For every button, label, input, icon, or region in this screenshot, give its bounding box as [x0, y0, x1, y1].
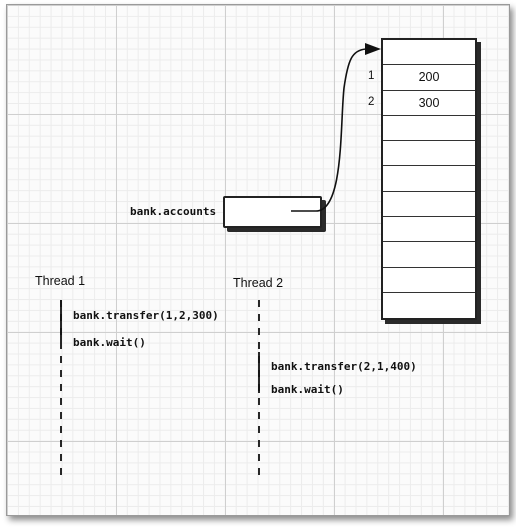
array-cell	[383, 116, 475, 142]
thread-2-call: bank.wait()	[271, 383, 344, 396]
arrowhead-icon	[365, 43, 381, 55]
array-cell	[383, 217, 475, 243]
array-cell	[383, 166, 475, 192]
array-cell	[383, 40, 475, 66]
array-cell	[383, 192, 475, 218]
array-cell: 300	[383, 91, 475, 116]
array-cell: 200	[383, 65, 475, 91]
array-index-2: 2	[368, 96, 375, 108]
reference-box	[223, 196, 322, 228]
array-cell	[383, 141, 475, 167]
accounts-array: 200 300	[381, 38, 477, 321]
thread-2-call: bank.transfer(2,1,400)	[271, 360, 417, 373]
thread-1-call: bank.wait()	[73, 336, 146, 349]
reference-label: bank.accounts	[130, 205, 217, 218]
reference-arrow	[291, 48, 367, 212]
array-cell	[383, 268, 475, 293]
thread-1-call: bank.transfer(1,2,300)	[73, 309, 219, 322]
array-cell	[383, 242, 475, 268]
thread-2-title: Thread 2	[233, 276, 284, 290]
thread-1-title: Thread 1	[35, 274, 86, 288]
array-index-1: 1	[368, 70, 375, 82]
